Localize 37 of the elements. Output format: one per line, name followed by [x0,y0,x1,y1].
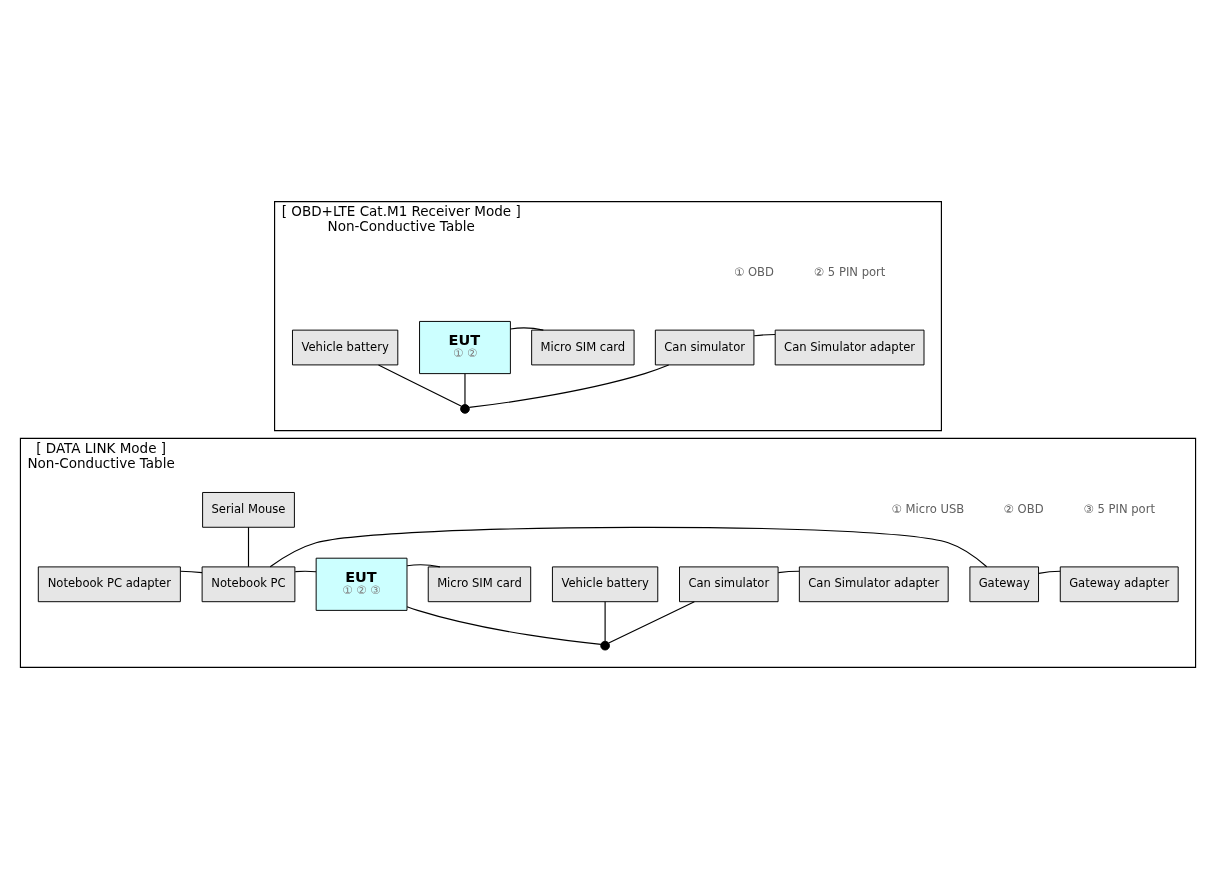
node-circle [600,640,610,651]
connector [1038,570,1061,574]
connector [269,526,988,568]
connector [510,327,544,331]
label: ② 5 PIN port [813,265,886,280]
node-box: Micro SIM card [531,329,635,366]
node-box: Can simulator [654,329,755,366]
node-box: Notebook PC adapter [37,566,181,603]
connector [294,570,317,573]
label: ① OBD [733,265,774,280]
node-box: EUT ① ② [419,320,511,375]
connector [377,364,463,407]
node-box: Can Simulator adapter [774,329,925,366]
connector [179,570,203,574]
connector [406,606,602,645]
connector [604,601,606,642]
label: ① Micro USB [891,501,965,516]
node-box: Notebook PC [201,566,296,603]
node-box: Serial Mouse [202,492,295,528]
node-box: EUT ① ② ③ [315,557,408,611]
label: ② OBD [1003,501,1044,516]
node-box: Can Simulator adapter [798,566,949,603]
connector [468,364,670,408]
connector [464,373,466,406]
node-box: Gateway adapter [1059,566,1179,603]
node-box: Micro SIM card [427,566,532,603]
node-box: Vehicle battery [292,329,399,366]
node-circle [460,404,470,414]
connector [406,564,441,568]
connector [753,333,776,337]
node-box: Gateway [969,566,1039,603]
connector [608,601,695,644]
label: ③ 5 PIN port [1083,501,1156,516]
node-box: Can simulator [679,566,779,603]
connector [777,570,800,574]
connector [247,526,250,568]
node-box: Vehicle battery [551,566,659,603]
